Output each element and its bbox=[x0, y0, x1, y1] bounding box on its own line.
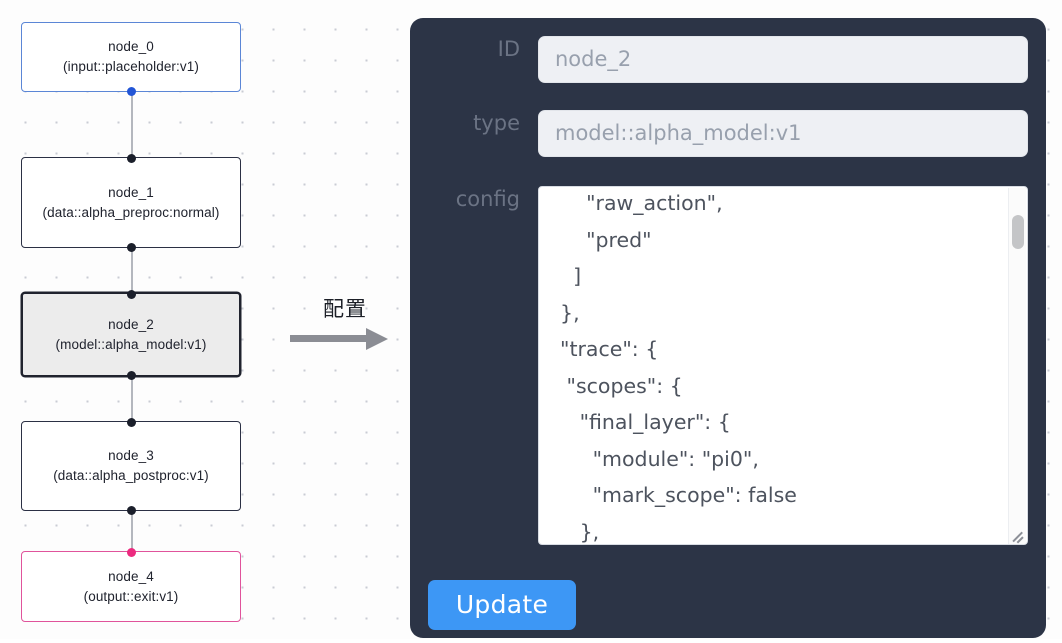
id-input[interactable]: node_2 bbox=[538, 36, 1028, 83]
arrow-head bbox=[366, 328, 388, 350]
node-config-panel: ID node_2 type model::alpha_model:v1 con… bbox=[410, 18, 1046, 638]
id-label: ID bbox=[497, 37, 520, 61]
node-handle-top[interactable] bbox=[126, 417, 136, 427]
annotation-group: 配置 bbox=[290, 296, 400, 350]
config-textarea[interactable]: "raw_action", "pred" ] }, "trace": { "sc… bbox=[538, 186, 1028, 545]
flow-node-node_1[interactable]: node_1 (data::alpha_preproc:normal) bbox=[21, 153, 241, 252]
field-row-id: ID node_2 bbox=[428, 36, 1028, 83]
arrow-right-icon bbox=[290, 328, 400, 350]
edge-node3-node4 bbox=[131, 511, 133, 551]
config-label: config bbox=[455, 187, 520, 211]
flow-node-label: node_2 (model::alpha_model:v1) bbox=[55, 316, 207, 352]
annotation-label: 配置 bbox=[323, 297, 367, 321]
field-row-type: type model::alpha_model:v1 bbox=[428, 110, 1028, 157]
flow-node-label: node_4 (output::exit:v1) bbox=[83, 568, 179, 604]
canvas-bottom-edge bbox=[0, 639, 1062, 643]
flow-node-node_4[interactable]: node_4 (output::exit:v1) bbox=[21, 547, 241, 622]
config-scrollbar[interactable] bbox=[1008, 188, 1026, 544]
flow-node-node_2[interactable]: node_2 (model::alpha_model:v1) bbox=[21, 289, 241, 380]
node-handle-top[interactable] bbox=[126, 153, 136, 163]
node-handle-bottom[interactable] bbox=[126, 370, 136, 380]
field-row-config: config "raw_action", "pred" ] }, "trace"… bbox=[428, 186, 1028, 545]
node-handle-top[interactable] bbox=[126, 547, 136, 557]
node-handle-bottom[interactable] bbox=[126, 242, 136, 252]
resize-handle-icon[interactable] bbox=[1008, 525, 1025, 544]
flow-node-node_0[interactable]: node_0 (input::placeholder:v1) bbox=[21, 22, 241, 96]
node-handle-bottom[interactable] bbox=[126, 505, 136, 515]
type-input[interactable]: model::alpha_model:v1 bbox=[538, 110, 1028, 157]
edge-node2-node3 bbox=[131, 377, 133, 421]
node-handle-bottom[interactable] bbox=[126, 86, 136, 96]
flow-node-label: node_0 (input::placeholder:v1) bbox=[63, 39, 199, 74]
node-handle-top[interactable] bbox=[126, 289, 136, 299]
config-scrollbar-thumb[interactable] bbox=[1012, 215, 1024, 249]
arrow-shaft bbox=[290, 335, 370, 342]
flow-node-label: node_1 (data::alpha_preproc:normal) bbox=[42, 184, 220, 220]
config-textarea-wrapper: "raw_action", "pred" ] }, "trace": { "sc… bbox=[538, 186, 1028, 545]
type-label: type bbox=[473, 111, 520, 135]
flow-node-label: node_3 (data::alpha_postproc:v1) bbox=[53, 448, 209, 483]
edge-node1-node2 bbox=[131, 248, 133, 292]
flow-node-node_3[interactable]: node_3 (data::alpha_postproc:v1) bbox=[21, 417, 241, 515]
update-button[interactable]: Update bbox=[428, 580, 576, 630]
config-textarea-text: "raw_action", "pred" ] }, "trace": { "sc… bbox=[560, 191, 797, 544]
edge-node0-node1 bbox=[131, 92, 133, 157]
